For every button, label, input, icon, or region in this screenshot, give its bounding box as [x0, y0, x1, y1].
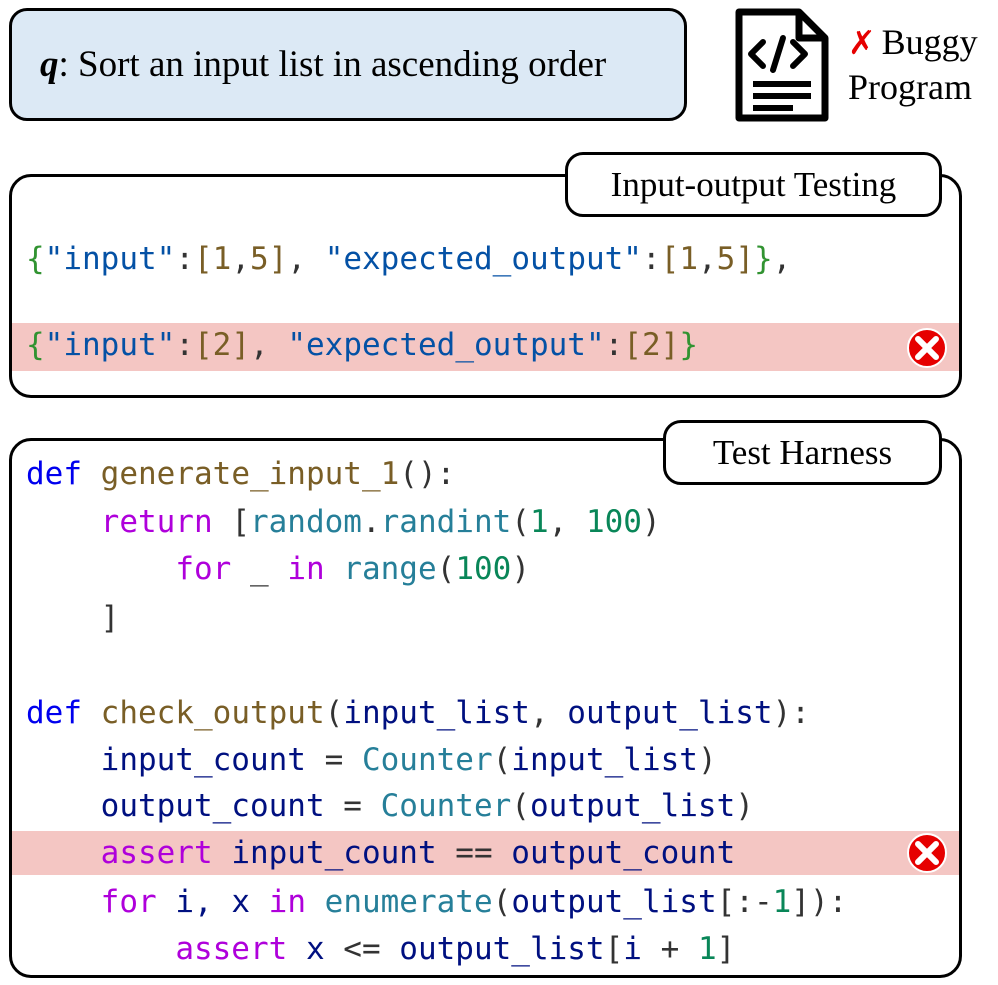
program-text: Program — [848, 67, 972, 107]
code-line-5: def check_output(input_list, output_list… — [26, 695, 810, 731]
test-case-1: {"input":[1,5], "expected_output":[1,5]}… — [26, 241, 792, 277]
query-separator: : — [58, 44, 69, 85]
input-output-title: Input-output Testing — [565, 152, 942, 217]
query-label: q — [40, 44, 59, 85]
buggy-program-label: ✗Buggy Program — [848, 20, 998, 109]
code-line-3: for _ in range(100) — [175, 551, 530, 587]
test-harness-title: Test Harness — [663, 420, 942, 485]
cross-icon: ✗ — [848, 23, 876, 62]
code-line-6: input_count = Counter(input_list) — [100, 742, 717, 778]
test-case-2: {"input":[2], "expected_output":[2]} — [26, 327, 698, 363]
code-line-9: for i, x in enumerate(output_list[:-1]): — [100, 884, 848, 920]
code-line-4: ] — [100, 600, 120, 636]
query-box: q: Sort an input list in ascending order — [9, 8, 687, 121]
code-line-1: def generate_input_1(): — [26, 456, 456, 492]
test-harness-panel — [9, 438, 962, 978]
code-line-10: assert x <= output_list[i + 1] — [175, 931, 736, 967]
code-line-2: return [random.randint(1, 100) — [100, 504, 661, 540]
failed-test-highlight — [12, 323, 959, 371]
buggy-text: Buggy — [881, 22, 978, 62]
query-text: Sort an input list in ascending order — [68, 44, 607, 85]
fail-icon — [907, 833, 947, 873]
fail-icon — [907, 328, 947, 368]
code-line-7: output_count = Counter(output_list) — [100, 788, 754, 824]
code-line-8: assert input_count == output_count — [100, 835, 736, 871]
failed-assert-highlight — [12, 831, 959, 875]
code-file-icon — [735, 8, 829, 122]
